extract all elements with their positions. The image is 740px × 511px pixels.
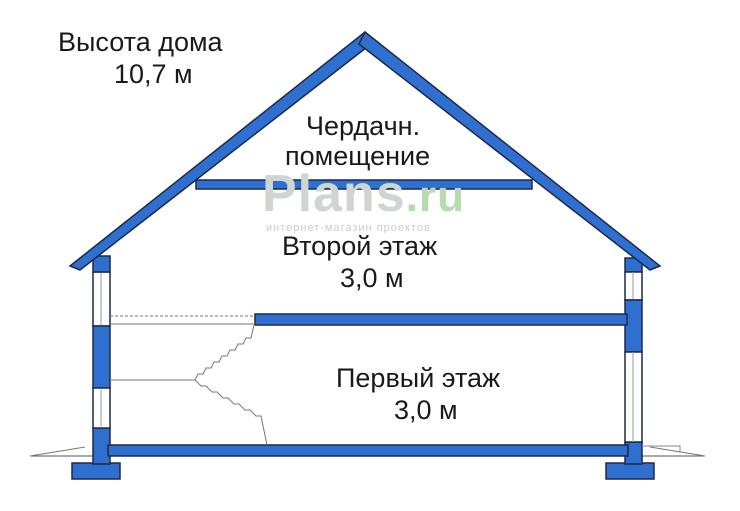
attic-label-line2: помещение [285,141,431,171]
watermark-brand: Plans [262,165,406,223]
watermark-logo: Plans.ru [262,164,465,224]
left-wall-plate [92,255,111,273]
second-floor-value: 3,0 м [340,263,404,293]
staircase [110,324,255,381]
attic-label-line1: Чердачн. [306,111,421,141]
right-wall-block [624,299,643,353]
house-height-value: 10,7 м [114,59,193,89]
house-height-title: Высота дома [58,27,223,57]
first-floor-title: Первый этаж [336,363,501,393]
roof-rafter-right [358,30,662,271]
watermark-tagline: интернет-магазин проектов [266,222,431,234]
left-wall-block [92,325,111,389]
foundation-pad-left [71,462,121,480]
second-floor-slab [254,313,628,326]
first-floor-value: 3,0 м [394,395,458,425]
ground-slope [29,446,86,457]
watermark-domain: .ru [405,172,465,221]
ground-floor-slab [107,444,629,457]
attic-collar-beam [195,179,533,190]
second-floor-title: Второй этаж [282,231,438,261]
staircase-lower [194,379,268,446]
ground-slope-right [649,446,706,457]
foundation-pad-right [605,462,655,480]
right-step [642,445,681,452]
